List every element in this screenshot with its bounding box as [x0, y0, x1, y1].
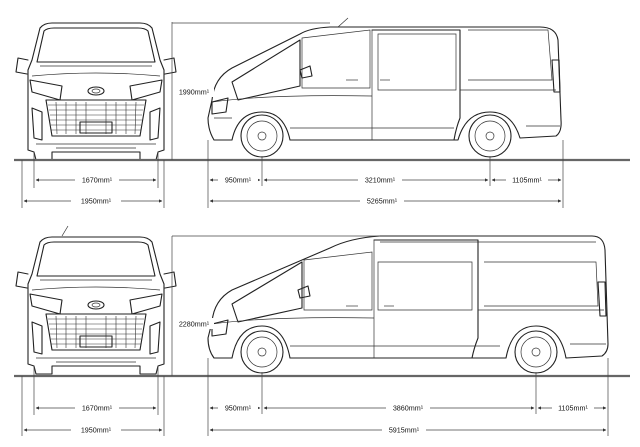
high-roof-diagram: 1670mm¹ 1950mm¹ 2280mm¹ 950mm¹ 3860mm¹ 1… [14, 225, 630, 436]
standard-roof-diagram: 1670mm¹ 1950mm¹ 1990mm¹ 950mm¹ 3210mm¹ 1… [14, 17, 630, 208]
front-view-van-top [15, 22, 177, 161]
front-view-van-bottom [15, 236, 177, 375]
front-overhang-label-bottom: 950mm¹ [225, 404, 252, 413]
front-track-label-bottom: 1670mm¹ [82, 404, 113, 413]
length-label-top: 5265mm¹ [367, 197, 398, 206]
front-width-label-top: 1950mm¹ [81, 197, 112, 206]
side-view-van-top [207, 17, 562, 158]
wheelbase-label-top: 3210mm¹ [365, 176, 396, 185]
rear-overhang-label-top: 1105mm¹ [512, 176, 542, 185]
height-label-top: 1990mm¹ [179, 88, 210, 97]
height-label-bottom: 2280mm¹ [179, 320, 210, 329]
front-width-label-bottom: 1950mm¹ [81, 426, 112, 435]
length-label-bottom: 5915mm¹ [389, 426, 420, 435]
rear-overhang-label-bottom: 1105mm¹ [558, 404, 588, 413]
wheelbase-label-bottom: 3860mm¹ [393, 404, 424, 413]
side-view-van-bottom [61, 225, 609, 374]
front-track-label-top: 1670mm¹ [82, 176, 113, 185]
front-overhang-label-top: 950mm¹ [225, 176, 252, 185]
